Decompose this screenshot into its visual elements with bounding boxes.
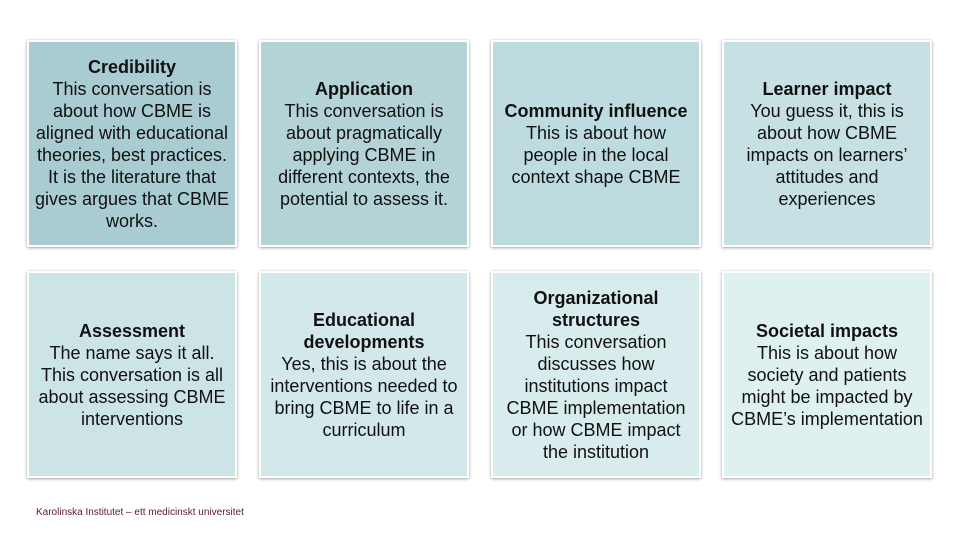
card-title: Assessment	[78, 320, 186, 341]
card-application: Application This conversation is about p…	[259, 40, 469, 247]
card-organizational-structures: Organizational structures This conversat…	[491, 271, 701, 478]
card-title: Societal impacts	[755, 320, 899, 341]
card-learner-impact: Learner impact You guess it, this is abo…	[722, 40, 932, 247]
card-title: Educational developments	[303, 309, 425, 352]
card-body: This is about how people in the local co…	[511, 122, 681, 187]
card-educational-developments: Educational developments Yes, this is ab…	[259, 271, 469, 478]
card-societal-impacts: Societal impacts This is about how socie…	[722, 271, 932, 478]
card-body: This conversation is about how CBME is a…	[34, 78, 230, 231]
card-body: The name says it all. This conversation …	[38, 342, 226, 429]
card-community-influence: Community influence This is about how pe…	[491, 40, 701, 247]
card-credibility: Credibility This conversation is about h…	[27, 40, 237, 247]
card-body: Yes, this is about the interventions nee…	[270, 353, 458, 440]
footer-text: Karolinska Institutet – ett medicinskt u…	[36, 507, 244, 518]
card-title: Organizational structures	[533, 287, 659, 330]
card-title: Learner impact	[762, 78, 892, 99]
card-body: This conversation is about pragmatically…	[278, 100, 450, 209]
card-assessment: Assessment The name says it all. This co…	[27, 271, 237, 478]
card-title: Application	[315, 78, 413, 99]
card-body: This conversation discusses how institut…	[506, 331, 686, 462]
card-title: Credibility	[87, 56, 176, 77]
card-body: This is about how society and patients m…	[731, 342, 923, 429]
card-title: Community influence	[504, 100, 688, 121]
card-body: You guess it, this is about how CBME imp…	[746, 100, 908, 209]
